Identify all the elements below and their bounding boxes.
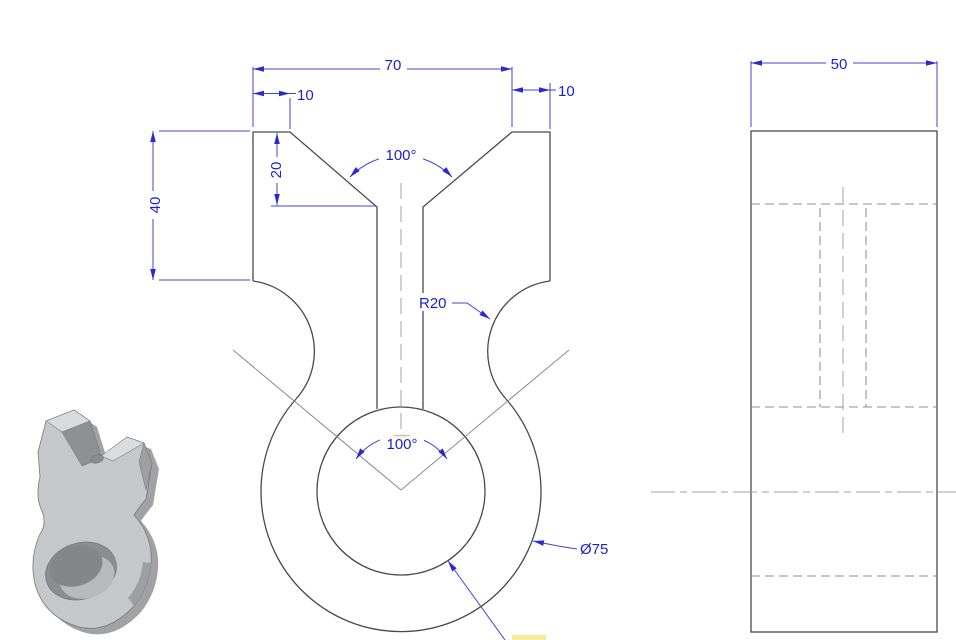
text-mask	[380, 436, 424, 452]
front-outline-left[interactable]	[252, 131, 378, 409]
iso-view-3d[interactable]	[32, 409, 159, 635]
front-fillet-left[interactable]	[252, 280, 315, 400]
text-mask	[266, 157, 284, 183]
dim-text: 20	[268, 162, 285, 179]
dim-overall-width-70[interactable]: 70	[252, 57, 513, 127]
front-fillet-right[interactable]	[487, 280, 551, 400]
side-outline-rect[interactable]	[750, 130, 938, 633]
dim-text: 40	[147, 197, 164, 214]
dim-text: 10	[297, 87, 314, 104]
text-mask	[826, 55, 853, 70]
text-mask	[380, 57, 407, 72]
iso-small-hole	[90, 454, 104, 464]
highlight-sliver-bottom	[512, 635, 546, 640]
dim-text: 70	[385, 57, 402, 74]
leader-line	[532, 540, 578, 550]
dim-text: 100°	[386, 436, 417, 453]
text-mask	[144, 191, 163, 219]
side-view	[651, 130, 956, 633]
iso-small-hole-axis	[95, 442, 98, 458]
leader-line	[447, 560, 506, 640]
dim-text: Ø75	[580, 541, 608, 558]
dim-side-width-50[interactable]: 50	[750, 55, 938, 127]
text-mask	[416, 293, 454, 311]
iso-ring-side-face	[128, 562, 151, 606]
iso-right-prong-side-face	[138, 442, 153, 491]
dim-fillet-radius-r20[interactable]: R20	[416, 293, 491, 320]
leader-line	[452, 302, 491, 320]
highlight-sliver-centerline	[393, 434, 409, 438]
front-outer-boss-arc[interactable]	[260, 398, 542, 633]
text-mask	[379, 146, 423, 162]
front-vee-line-left[interactable]	[232, 349, 402, 491]
dim-text: 100°	[385, 147, 416, 164]
dim-notch-depth-20[interactable]: 20	[266, 133, 375, 207]
dim-text: 10	[558, 83, 575, 100]
dim-left-flat-10[interactable]: 10	[253, 87, 314, 129]
dim-text: R20	[419, 295, 447, 312]
dim-inner-diameter-leader[interactable]	[447, 560, 506, 640]
dim-right-flat-10[interactable]: 10	[512, 83, 575, 129]
front-view	[232, 131, 570, 633]
dim-vee-angle-100[interactable]: 100°	[355, 435, 448, 460]
front-vee-line-right[interactable]	[400, 349, 570, 491]
dim-top-notch-angle-100[interactable]: 100°	[349, 146, 453, 178]
dim-text: 50	[831, 56, 848, 73]
front-inner-hole-circle[interactable]	[316, 406, 486, 576]
front-outline-right[interactable]	[422, 131, 551, 409]
dim-shoulder-height-40[interactable]: 40	[144, 130, 250, 281]
dim-outer-diameter-75[interactable]: Ø75	[532, 540, 608, 558]
iso-hole-bore-shadow	[49, 545, 103, 587]
